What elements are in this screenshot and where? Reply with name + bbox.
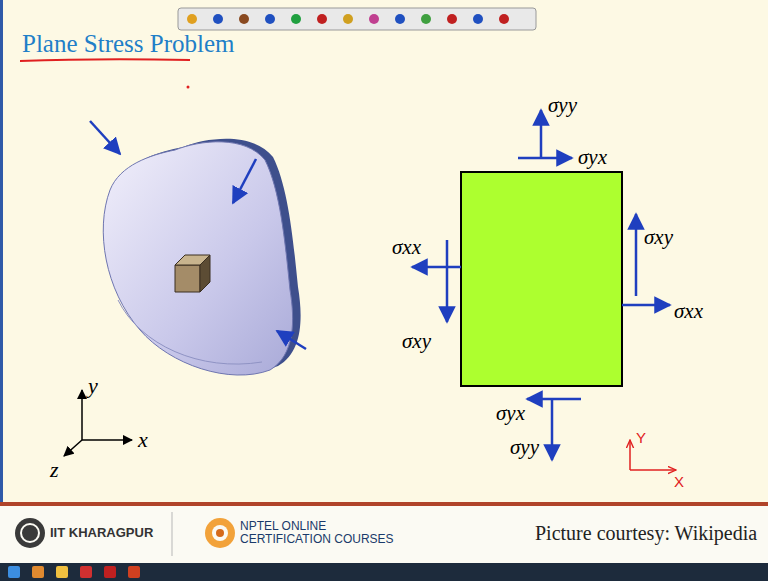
stress-label: σyx bbox=[496, 402, 525, 425]
footer-bar bbox=[0, 502, 768, 506]
axis-label: Y bbox=[636, 430, 646, 447]
coordinate-axes bbox=[64, 390, 132, 456]
taskbar-icon bbox=[80, 566, 92, 578]
taskbar bbox=[0, 563, 768, 581]
taskbar-icon bbox=[32, 566, 44, 578]
slide-title: Plane Stress Problem bbox=[22, 30, 235, 58]
title-underline bbox=[20, 59, 190, 61]
stress-arrows bbox=[412, 110, 670, 460]
toolbar-icon bbox=[447, 14, 457, 24]
toolbar-icon bbox=[239, 14, 249, 24]
plate-illustration bbox=[90, 121, 306, 375]
taskbar-icons bbox=[8, 566, 140, 578]
axis-label: y bbox=[88, 374, 98, 398]
toolbar-icon bbox=[187, 14, 197, 24]
pen-dot bbox=[187, 86, 190, 89]
stress-label: σxy bbox=[402, 330, 431, 353]
stress-label: σxx bbox=[392, 236, 421, 259]
nptel-logo bbox=[205, 518, 235, 548]
axis-label: z bbox=[50, 458, 59, 482]
toolbar-icon bbox=[473, 14, 483, 24]
toolbar-icon bbox=[213, 14, 223, 24]
toolbar-icon bbox=[291, 14, 301, 24]
picture-credit: Picture courtesy: Wikipedia bbox=[535, 522, 757, 544]
taskbar-icon bbox=[8, 566, 20, 578]
taskbar-icon bbox=[104, 566, 116, 578]
stress-element bbox=[461, 172, 622, 386]
toolbar-icon bbox=[317, 14, 327, 24]
iit-logo bbox=[15, 518, 45, 548]
toolbar-icon bbox=[265, 14, 275, 24]
toolbar-icon bbox=[369, 14, 379, 24]
taskbar-icon bbox=[128, 566, 140, 578]
footer-divider bbox=[172, 512, 173, 556]
footer-panel bbox=[0, 506, 768, 563]
institute-name: IIT KHARAGPUR bbox=[50, 526, 153, 540]
toolbar-icon bbox=[395, 14, 405, 24]
stress-label: σxx bbox=[674, 300, 703, 323]
toolbar-icon bbox=[421, 14, 431, 24]
stress-label: σyx bbox=[578, 146, 607, 169]
taskbar-icon bbox=[56, 566, 68, 578]
course-name: NPTEL ONLINE CERTIFICATION COURSES bbox=[240, 520, 405, 546]
axis-label: x bbox=[138, 428, 148, 452]
toolbar bbox=[178, 8, 536, 30]
slide-border bbox=[0, 0, 3, 505]
stress-label: σyy bbox=[510, 436, 539, 459]
toolbar-icon bbox=[343, 14, 353, 24]
axis-label: X bbox=[674, 474, 684, 491]
toolbar-icon bbox=[499, 14, 509, 24]
stress-label: σyy bbox=[548, 94, 577, 117]
stress-label: σxy bbox=[644, 226, 673, 249]
